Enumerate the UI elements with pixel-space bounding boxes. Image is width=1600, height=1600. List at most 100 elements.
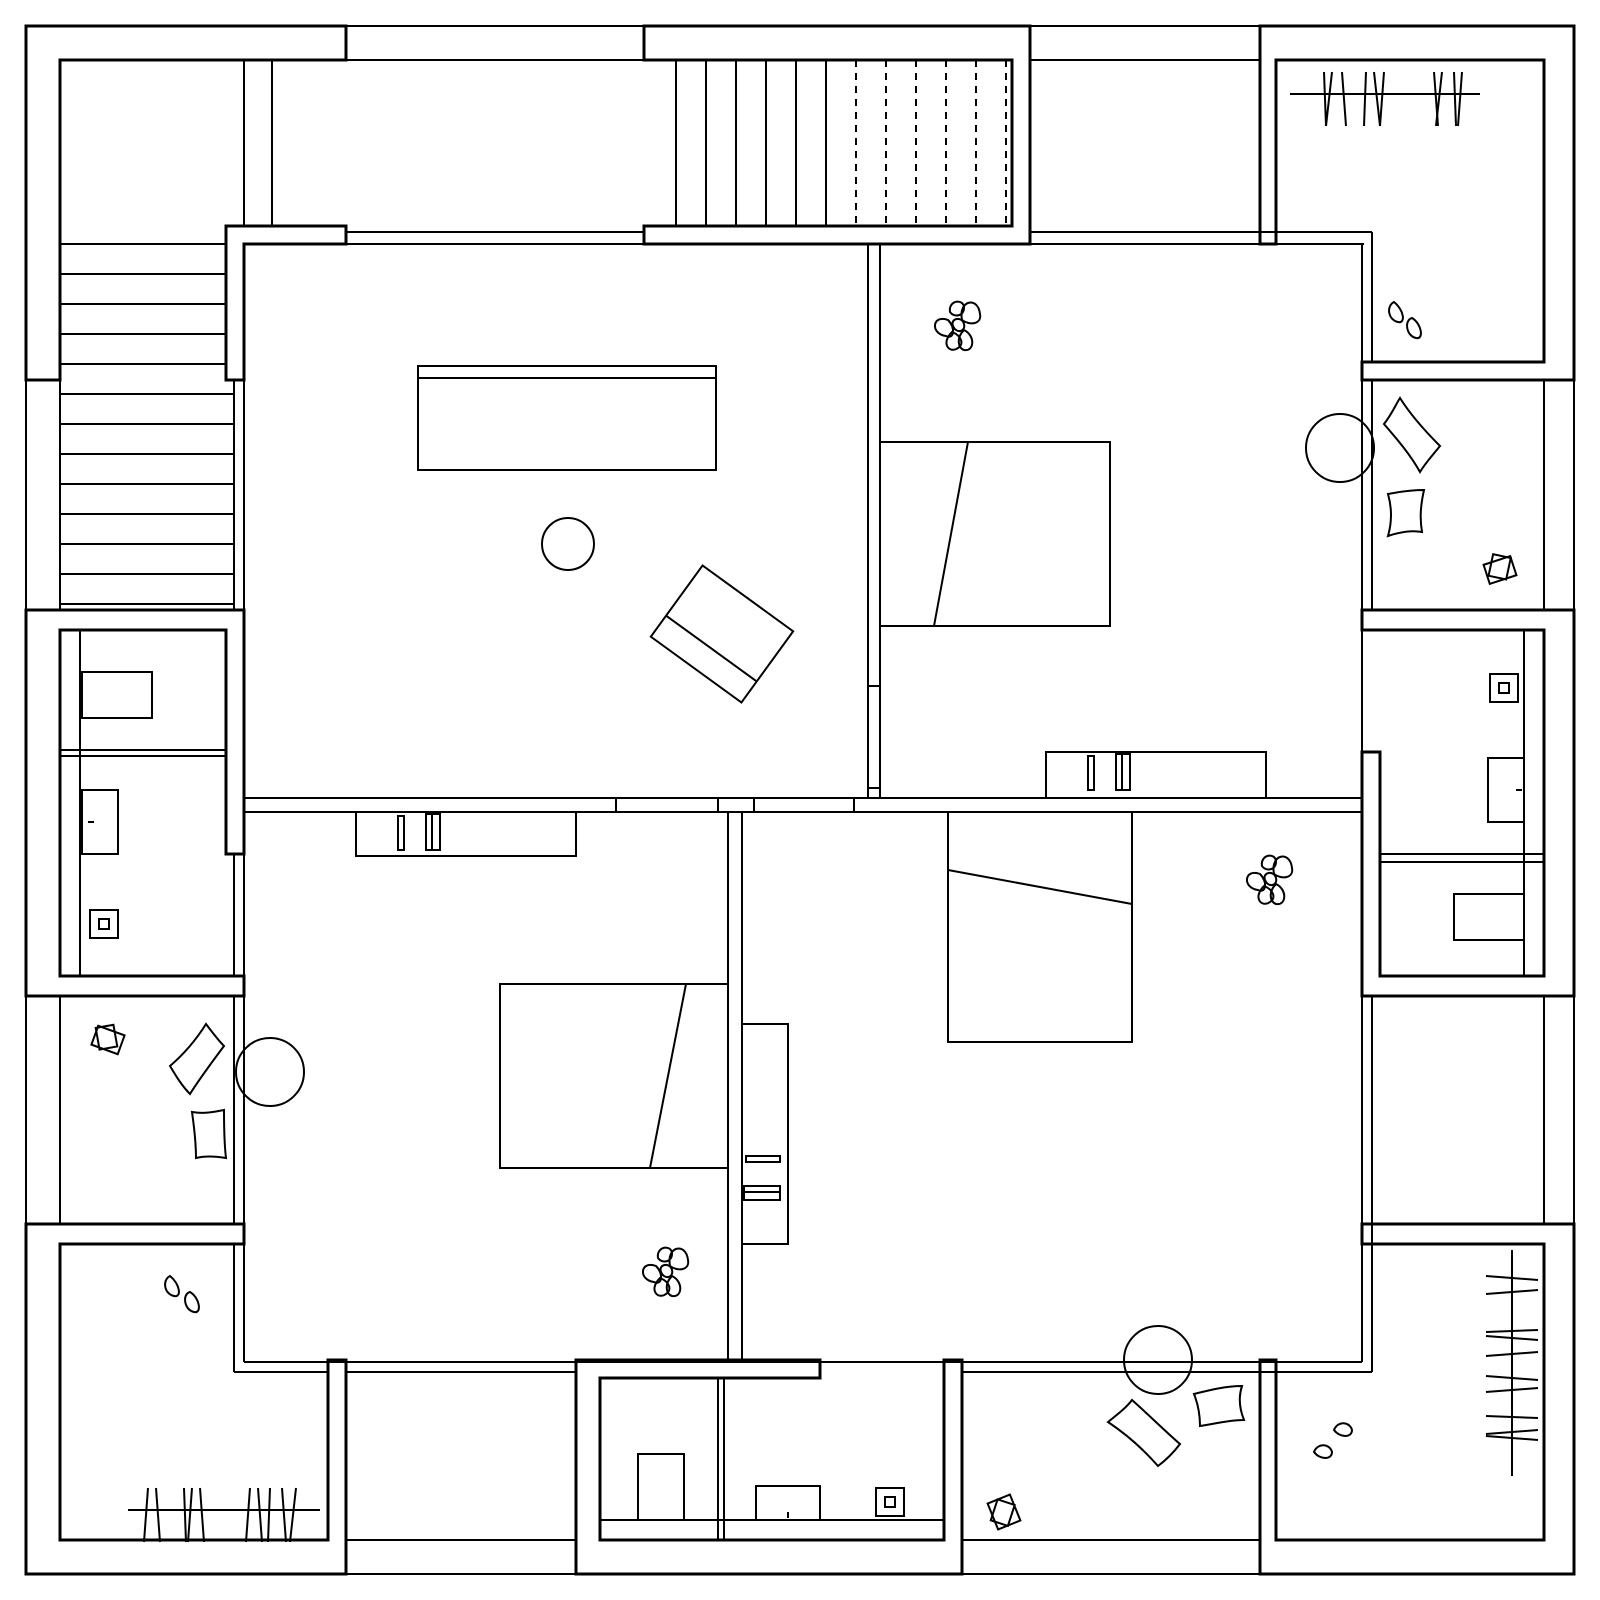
cushion-ne-a (1382, 396, 1442, 474)
hanger (187, 1487, 193, 1543)
book-sw (90, 1023, 126, 1056)
east-bath-tub (1453, 893, 1525, 941)
south-bath-shower-drain (884, 1496, 896, 1508)
hanger (257, 1487, 263, 1543)
ne-bed-cover (933, 441, 969, 627)
se-round-stool (1123, 1325, 1193, 1395)
hanger (1341, 71, 1347, 127)
north-stair-treads-dashed (825, 60, 1007, 226)
hanger (1363, 71, 1367, 127)
book-se (986, 1493, 1022, 1531)
se-dresser (741, 1023, 789, 1245)
slippers (164, 300, 1422, 1459)
outer-walls (24, 24, 1576, 1576)
wardrobe-sw (128, 1487, 320, 1543)
hanger (1485, 1375, 1539, 1381)
wall-ne-corner (1258, 24, 1576, 382)
hanger (1435, 71, 1443, 127)
wall-se-corner (1258, 1222, 1576, 1576)
hanger (1457, 71, 1463, 127)
hanger (1485, 1329, 1539, 1333)
west-bath-shower (89, 909, 119, 939)
west-bath-tub (81, 671, 153, 719)
room-north-west (417, 365, 795, 704)
room-north-east (879, 413, 1375, 799)
wardrobe-se (1485, 1250, 1539, 1476)
hanger (155, 1487, 161, 1543)
room-south-west (235, 811, 729, 1169)
east-bath-shower-drain (1498, 682, 1510, 694)
slippers-ne (1388, 300, 1422, 340)
sw-bed (499, 983, 729, 1169)
north-stair (675, 60, 1007, 226)
room-south-east (741, 811, 1193, 1395)
ne-dresser-handle-a (1087, 755, 1095, 791)
hanger (1485, 1275, 1539, 1281)
hanger (1325, 71, 1333, 127)
plants (642, 300, 1294, 1298)
east-bath-shower (1489, 673, 1519, 703)
hanger (1373, 71, 1381, 127)
east-bath-sink (1487, 757, 1525, 823)
plant-se (1246, 854, 1294, 906)
sw-dresser-handle-a (397, 815, 405, 851)
book-ne (1482, 553, 1518, 586)
slippers-sw (164, 1274, 200, 1314)
sw-round-stool (235, 1037, 305, 1107)
nw-round-stool (541, 517, 595, 571)
wall-south-bath (574, 1358, 964, 1576)
south-bath-shower (875, 1487, 905, 1517)
wall-east-bath (1360, 608, 1576, 998)
cushion-sw-b (190, 1108, 228, 1160)
hanger (1485, 1289, 1539, 1295)
wall-west-bath (24, 608, 246, 998)
south-bathroom (600, 1378, 944, 1540)
wall-north-stair (642, 24, 1032, 246)
hanger (1453, 71, 1457, 127)
hanger (245, 1487, 251, 1543)
hanger (267, 1487, 271, 1543)
cushion-se-a (1106, 1398, 1182, 1468)
hanger (1485, 1429, 1539, 1435)
hanger (1379, 71, 1385, 127)
se-dresser-handle-a (745, 1155, 781, 1163)
nw-armchair (649, 564, 795, 704)
plant-sw (642, 1246, 690, 1298)
sw-bed-cover (649, 983, 687, 1169)
hanger (1485, 1415, 1539, 1419)
south-bath-sink (755, 1485, 821, 1521)
hanger (1485, 1387, 1539, 1393)
cushion-ne-b (1386, 488, 1426, 538)
nw-table (417, 365, 717, 471)
hanger (289, 1487, 297, 1543)
hanger (1485, 1435, 1539, 1441)
hanger (1323, 71, 1327, 127)
ne-bed (879, 441, 1111, 627)
west-stair (60, 243, 235, 605)
west-bath-sink (81, 789, 119, 855)
cushion-sw-a (168, 1022, 226, 1096)
hanger (199, 1487, 205, 1543)
cushion-se-b (1192, 1384, 1246, 1428)
wardrobes (128, 71, 1539, 1543)
west-bathroom (60, 630, 226, 976)
sw-dresser (355, 811, 577, 857)
se-bed-cover (947, 869, 1133, 905)
hanger (183, 1487, 187, 1543)
ne-dresser (1045, 751, 1267, 799)
hanger (1485, 1335, 1539, 1341)
small-items (90, 553, 1518, 1531)
wardrobe-ne (1290, 71, 1480, 127)
south-bath-tub (637, 1453, 685, 1521)
slippers-se (1312, 1422, 1354, 1459)
north-stair-treads-solid (675, 60, 827, 226)
east-bathroom (1380, 630, 1544, 976)
hanger (281, 1487, 287, 1543)
inner-core (233, 60, 1373, 1373)
wall-nw-inner (224, 224, 348, 382)
facade-lines (25, 25, 1575, 1575)
hanger (143, 1487, 149, 1543)
plant-ne (934, 300, 982, 352)
wall-nw-corner (24, 24, 348, 382)
